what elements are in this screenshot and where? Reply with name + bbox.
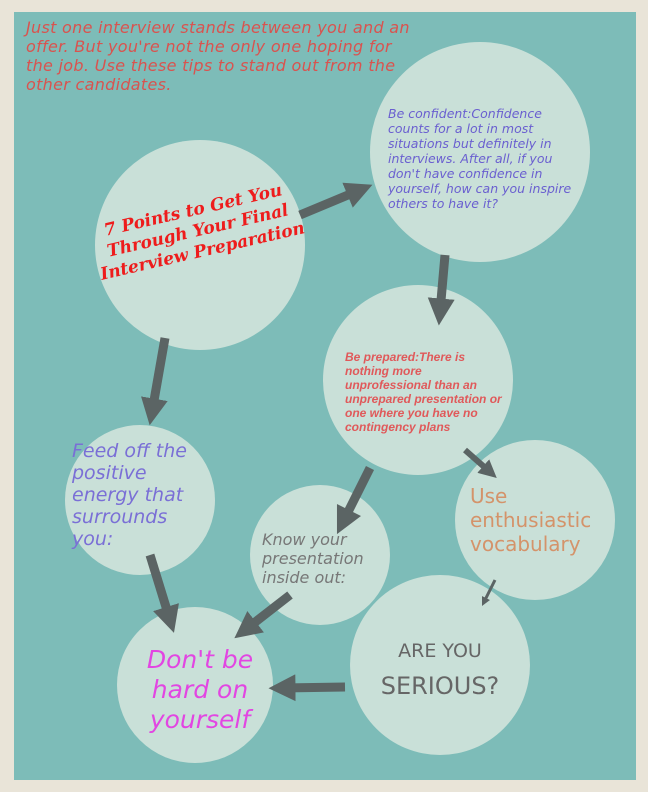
tip-are-you: ARE YOU xyxy=(398,640,482,662)
title-circle xyxy=(95,140,305,350)
arrow-prepared-to-use xyxy=(463,447,497,478)
intro-text: Just one interview stands between you an… xyxy=(26,18,410,94)
tip-use-vocabulary: Use enthusiastic vocabulary xyxy=(470,484,592,556)
serious-circle xyxy=(350,575,530,755)
arrow-serious-to-dont xyxy=(268,674,346,702)
feed-circle xyxy=(65,425,215,575)
tip-be-confident: Be confident:Confidence counts for a lot… xyxy=(388,106,572,211)
arrow-title-to-confident xyxy=(298,182,373,220)
tip-know-presentation: Know your presentation inside out: xyxy=(262,530,364,587)
tip-dont-be-hard: Don't be hard on yourself xyxy=(146,645,254,734)
tip-serious: SERIOUS? xyxy=(380,672,500,700)
confident-circle xyxy=(370,42,590,262)
know-circle xyxy=(250,485,390,625)
arrow-prepared-to-know xyxy=(336,465,375,535)
tip-feed-off-energy: Feed off the positive energy that surrou… xyxy=(72,440,187,550)
arrow-confident-to-prepared xyxy=(427,254,455,326)
tip-be-prepared: Be prepared:There is nothing more unprof… xyxy=(345,350,502,434)
prepared-circle xyxy=(323,285,513,475)
arrow-use-to-serious xyxy=(481,579,497,607)
arrow-feed-to-dont xyxy=(145,553,179,633)
arrow-title-to-feed xyxy=(141,337,170,426)
arrow-know-to-dont xyxy=(234,591,293,639)
